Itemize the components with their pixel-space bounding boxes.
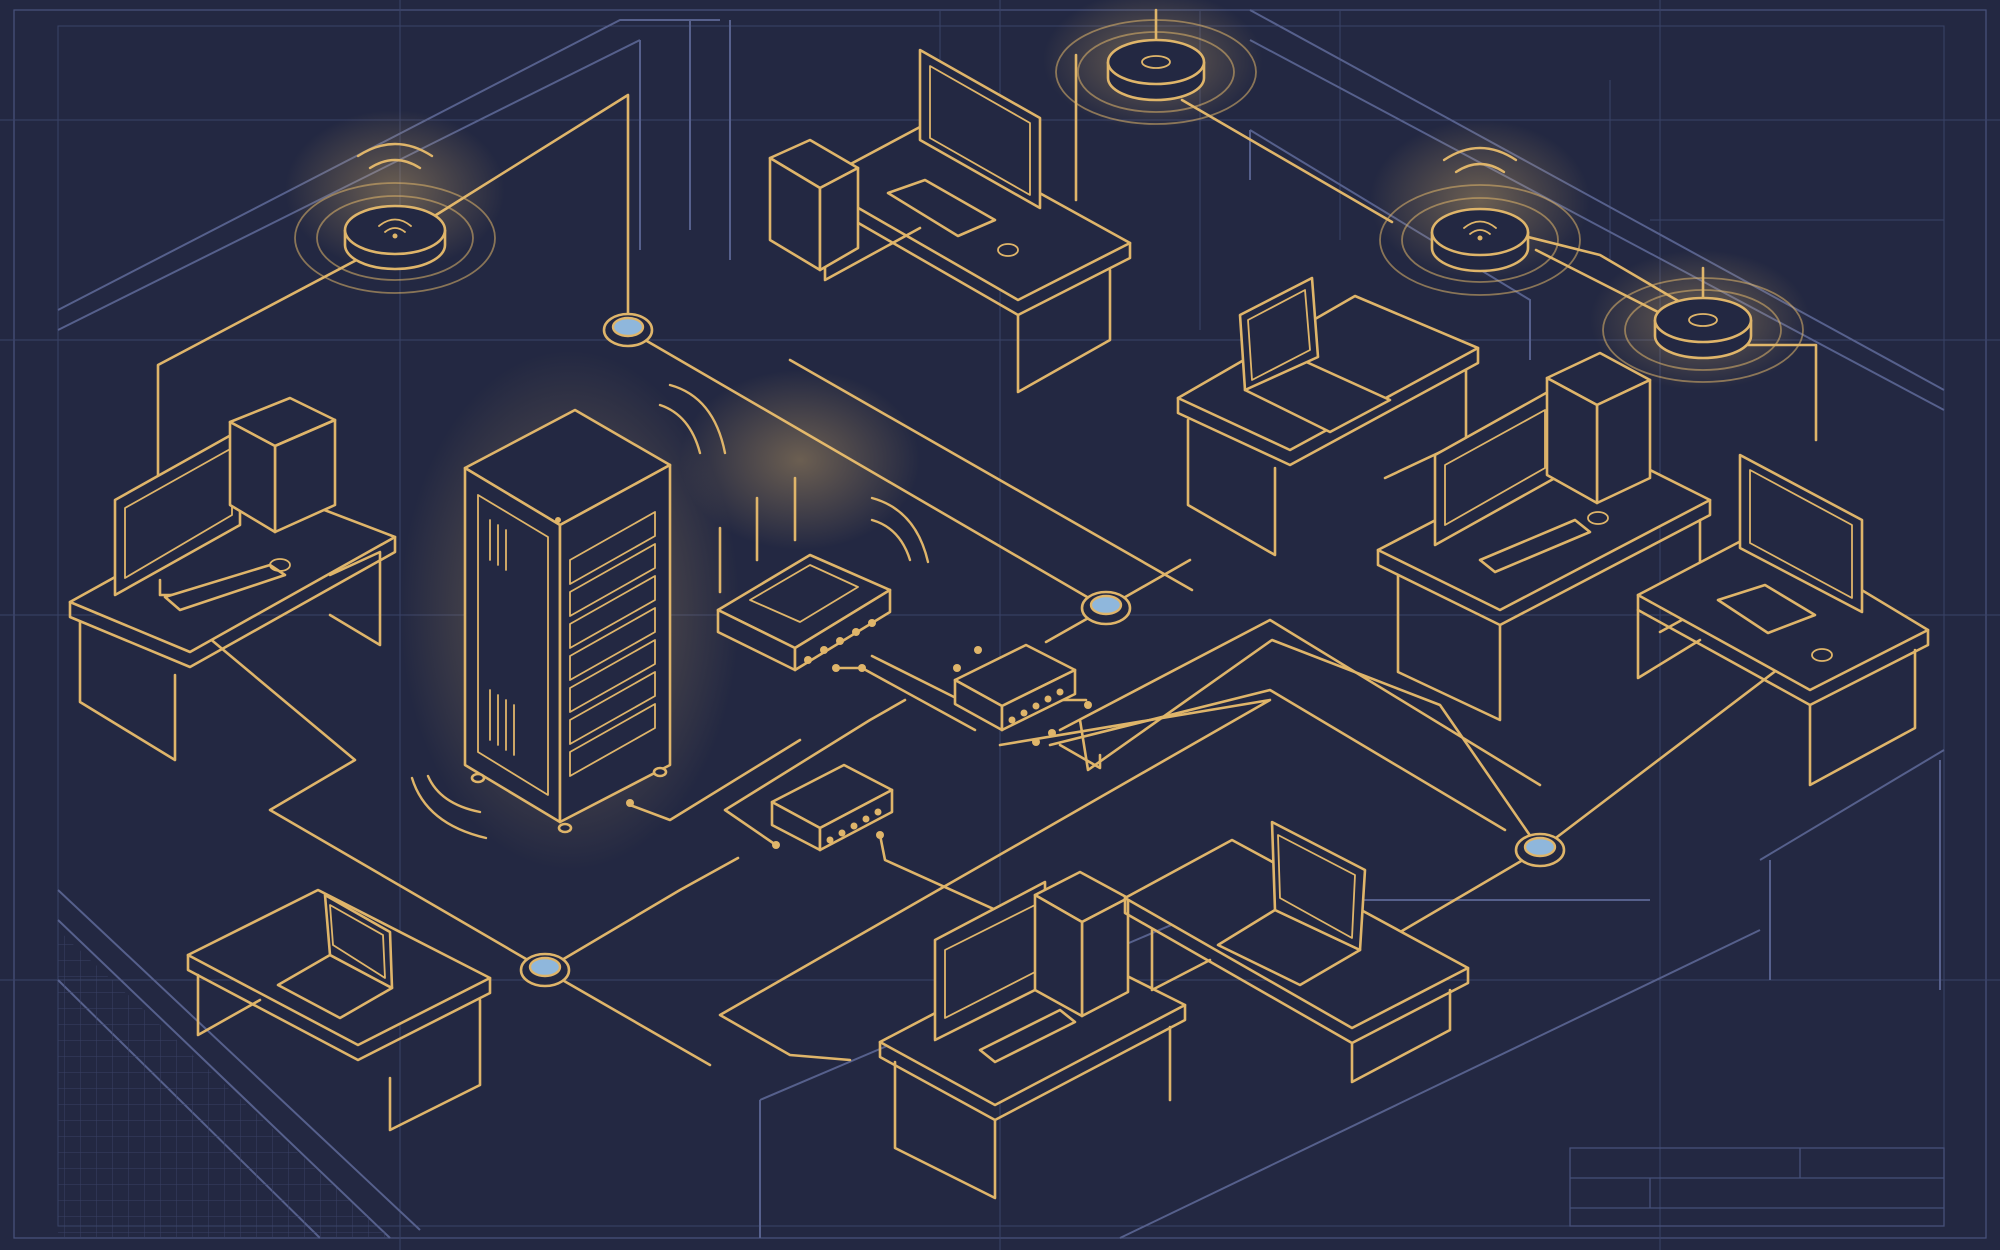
workstation-desktop-east-2 [1636, 453, 1930, 787]
access-point-north [1055, 8, 1257, 125]
access-point-northwest [294, 142, 496, 294]
workstation-desktop-east-1 [1376, 351, 1712, 722]
port-markers [626, 646, 1092, 849]
wifi-router [716, 476, 930, 672]
workstation-laptop-southeast [1123, 820, 1470, 1084]
workstation-laptop-southwest [186, 888, 492, 1132]
junction-node-1 [602, 312, 654, 348]
server-rack [410, 383, 727, 840]
network-switch-1 [953, 643, 1077, 732]
junction-node-4 [519, 952, 571, 988]
workstation-desktop-north [768, 48, 1132, 394]
access-point-east [1602, 266, 1804, 383]
junction-node-2 [1080, 590, 1132, 626]
network-switch-2 [770, 763, 894, 852]
workstation-laptop-northeast [1176, 276, 1480, 557]
access-point-northeast [1379, 146, 1581, 296]
workstation-desktop-west [68, 396, 397, 762]
workstation-desktop-south [878, 870, 1187, 1200]
junction-node-3 [1514, 832, 1566, 868]
